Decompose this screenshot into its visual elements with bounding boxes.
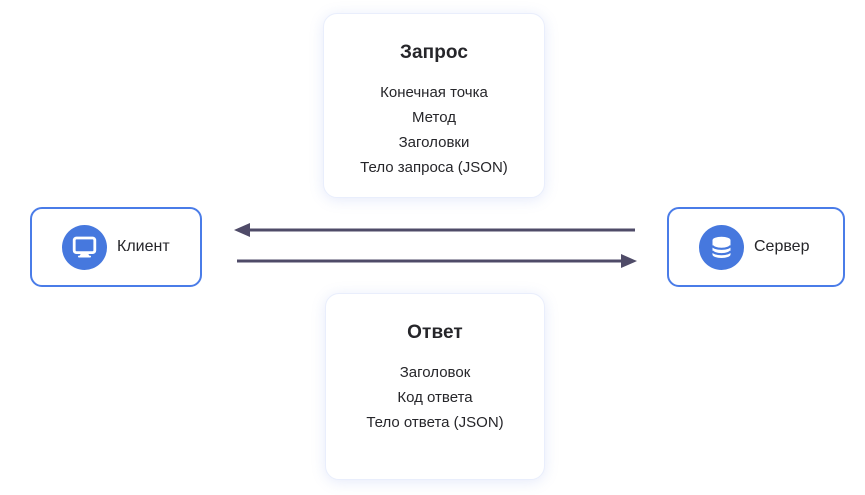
response-item-body: Тело ответа (JSON) <box>366 414 504 431</box>
request-item-body: Тело запроса (JSON) <box>360 159 508 176</box>
request-item-endpoint: Конечная точка <box>380 84 488 101</box>
arrow-left-icon <box>234 223 635 237</box>
client-node: Клиент <box>30 207 202 287</box>
server-node: Сервер <box>667 207 845 287</box>
request-card-items: Конечная точка Метод Заголовки Тело запр… <box>324 80 544 180</box>
request-card: Запрос Конечная точка Метод Заголовки Те… <box>323 13 545 198</box>
server-node-label: Сервер <box>754 238 810 255</box>
request-card-title: Запрос <box>399 42 469 63</box>
response-card-title: Ответ <box>407 322 463 343</box>
response-item-code: Код ответа <box>397 389 473 406</box>
arrows-layer <box>234 223 637 268</box>
request-item-method: Метод <box>412 109 456 126</box>
client-node-label: Клиент <box>117 238 170 255</box>
response-card: Ответ Заголовок Код ответа Тело ответа (… <box>325 293 545 480</box>
response-card-items: Заголовок Код ответа Тело ответа (JSON) <box>326 360 544 435</box>
request-item-headers: Заголовки <box>398 134 470 151</box>
arrow-right-icon <box>237 254 637 268</box>
database-icon <box>699 224 744 270</box>
response-item-header: Заголовок <box>399 364 471 381</box>
monitor-icon <box>62 224 107 270</box>
